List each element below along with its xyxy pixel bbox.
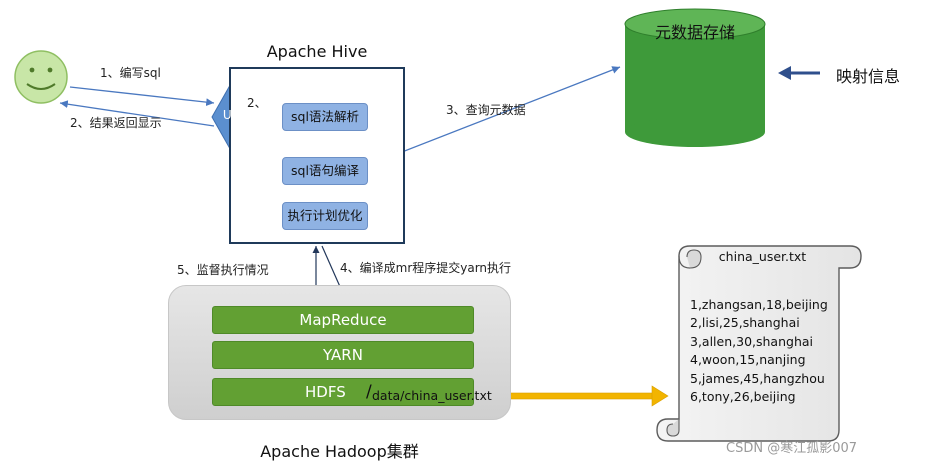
step-sql-parse: sql语法解析 [282,103,368,131]
ui-label: UI [222,108,236,122]
file-scroll [656,245,862,442]
label-monitor: 5、监督执行情况 [177,263,269,277]
step-plan-optimize: 执行计划优化 [282,202,368,230]
mapping-arrow-icon [778,66,820,80]
cluster-title: Apache Hadoop集群 [260,442,419,461]
arrow-query-metadata [357,66,621,173]
label-compile-submit: 4、编译成mr程序提交yarn执行 [340,261,512,275]
step-sql-compile: sql语句编译 [282,157,368,185]
mapping-info-label: 映射信息 [836,67,901,86]
arrow-write-sql [69,86,215,107]
file-line: 3,allen,30,shanghai [690,333,814,349]
layer-mapreduce: MapReduce [212,306,474,334]
metastore-label: 元数据存储 [654,23,735,42]
arrow-return-result [59,100,215,127]
hive-title: Apache Hive [266,42,368,61]
metastore-cylinder [624,8,766,147]
label-query-metadata: 3、查询元数据 [446,103,526,117]
file-line: 6,tony,26,beijing [690,389,796,405]
label-step-2: 2、 [247,96,267,110]
hdfs-path-slash: / [366,382,372,402]
label-return-result: 2、结果返回显示 [70,116,162,130]
file-title: china_user.txt [718,249,807,264]
watermark: CSDN @寒江孤影007 [726,441,858,456]
file-line: 1,zhangsan,18,beijing [690,297,828,312]
file-line: 5,james,45,hangzhou [690,370,825,386]
user-smiley-icon [14,50,68,104]
file-lines: 1,zhangsan,18,beijing 2,lisi,25,shanghai… [690,296,828,406]
file-line: 2,lisi,25,shanghai [690,315,800,331]
hdfs-to-file-arrow [503,385,669,407]
hdfs-path: data/china_user.txt [372,388,492,403]
layer-yarn: YARN [212,341,474,369]
label-write-sql: 1、编写sql [100,66,161,80]
file-line: 4,woon,15,nanjing [690,352,806,368]
layer-hdfs: HDFS [212,378,474,406]
